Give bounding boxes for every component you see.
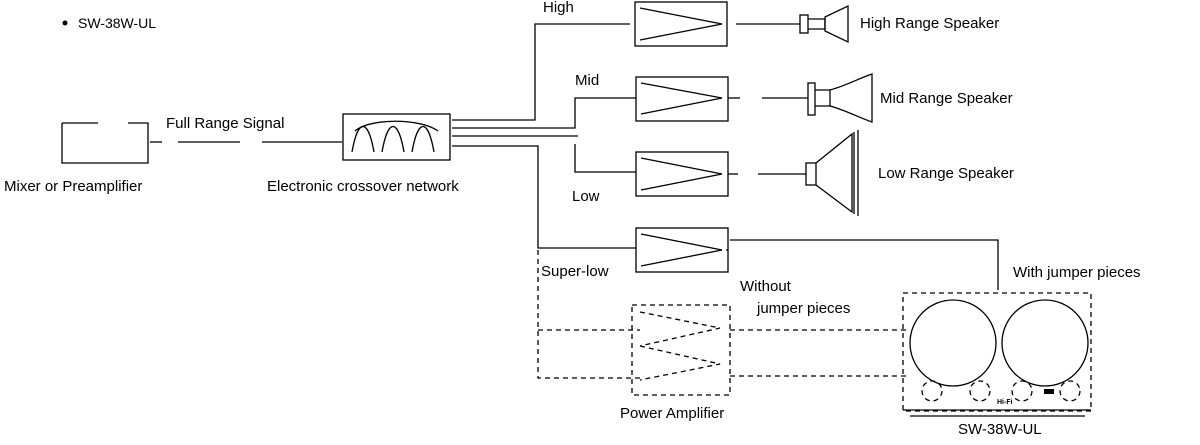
full-range-signal-label: Full Range Signal <box>166 115 284 132</box>
mid-speaker-label: Mid Range Speaker <box>880 90 1013 107</box>
subwoofer-label: SW-38W-UL <box>958 421 1042 438</box>
high-band-label: High <box>543 0 574 16</box>
low-band-label: Low <box>572 188 600 205</box>
woofer-left-icon <box>909 299 997 387</box>
mid-amplifier <box>635 76 729 122</box>
subwoofer-badge: Hi-Fi <box>997 399 1013 406</box>
mid-range-speaker-icon <box>807 73 873 123</box>
high-speaker-label: High Range Speaker <box>860 15 999 32</box>
with-jumper-label: With jumper pieces <box>1013 264 1141 281</box>
super-low-amplifier <box>635 227 729 273</box>
crossover-outputs <box>452 23 636 249</box>
without-jumper-label-line2: jumper pieces <box>756 300 850 317</box>
low-speaker-label: Low Range Speaker <box>878 165 1014 182</box>
low-range-speaker-icon <box>805 130 859 216</box>
woofer-right-icon <box>1001 299 1089 387</box>
super-low-output-line <box>726 239 999 290</box>
bullet-dot <box>62 20 68 26</box>
crossover-box <box>342 113 451 161</box>
super-low-band-label: Super-low <box>541 263 609 280</box>
mixer-box <box>61 122 149 164</box>
mid-band-label: Mid <box>575 72 599 89</box>
subwoofer-cabinet: Hi-Fi <box>902 292 1092 417</box>
high-amplifier <box>634 1 728 47</box>
without-jumper-label-line1: Without <box>740 278 792 295</box>
power-amplifier-label: Power Amplifier <box>620 405 724 422</box>
high-range-speaker-icon <box>799 4 849 44</box>
crossover-label: Electronic crossover network <box>267 178 459 195</box>
subwoofer-indicator <box>1044 389 1054 394</box>
mixer-label: Mixer or Preamplifier <box>4 178 142 195</box>
model-bullet-label: SW-38W-UL <box>78 15 156 31</box>
low-amplifier <box>635 151 729 197</box>
without-jumper-dashed-path <box>537 250 908 396</box>
